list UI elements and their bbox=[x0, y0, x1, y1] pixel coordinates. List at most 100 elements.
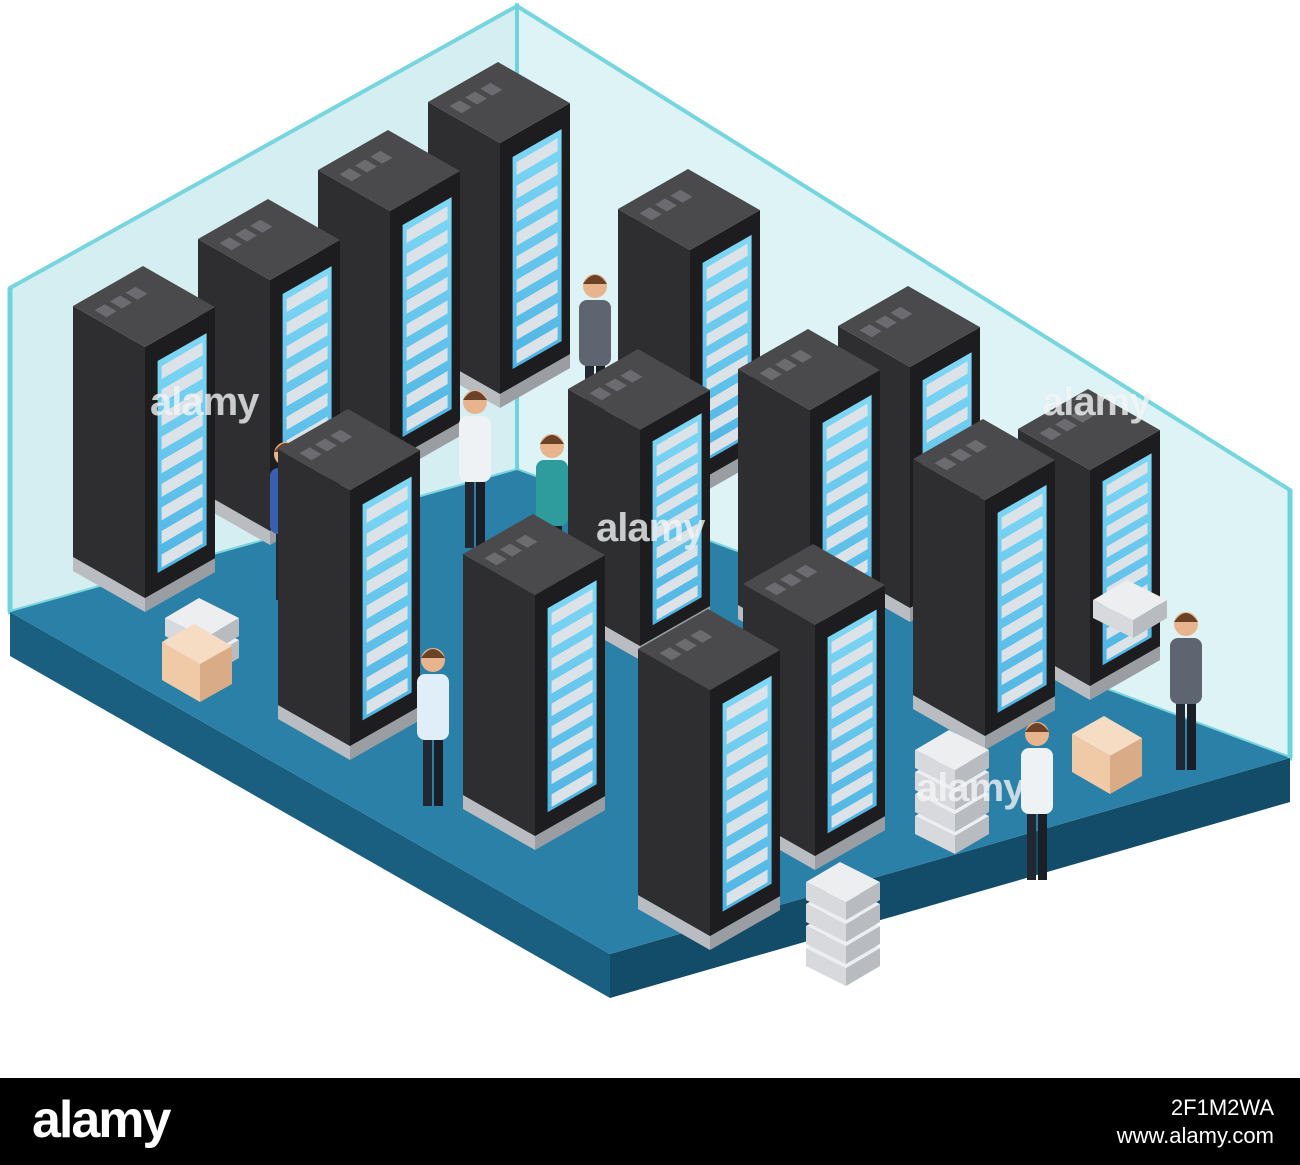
rack-top bbox=[743, 544, 885, 625]
server-slot bbox=[516, 279, 558, 317]
server-slot bbox=[656, 523, 698, 559]
floor-front-left bbox=[10, 612, 610, 998]
rack-vent bbox=[94, 304, 117, 318]
server-slot bbox=[726, 753, 768, 791]
server-slot bbox=[286, 298, 328, 336]
server-slot bbox=[831, 705, 873, 742]
server-slot bbox=[831, 618, 873, 654]
technician-leg bbox=[465, 478, 474, 548]
stack-unit-side bbox=[846, 948, 880, 986]
server-slot bbox=[516, 185, 558, 223]
rack-vent bbox=[875, 315, 897, 329]
rack-top bbox=[618, 169, 760, 250]
server-stack bbox=[1093, 580, 1167, 638]
server-slot bbox=[706, 399, 748, 436]
technician-leg bbox=[476, 478, 485, 548]
stack-unit-side bbox=[846, 882, 880, 920]
server-slot bbox=[726, 823, 768, 860]
server-slot bbox=[926, 361, 968, 398]
server-slot bbox=[656, 584, 698, 621]
server-slot bbox=[551, 634, 593, 671]
technician-hair bbox=[1174, 613, 1198, 622]
rack-vent bbox=[775, 358, 797, 372]
rack-top bbox=[1018, 389, 1160, 470]
server-slot bbox=[1001, 671, 1043, 708]
floor-front-right bbox=[610, 758, 1290, 998]
server-slot bbox=[161, 507, 203, 544]
server-slot bbox=[406, 300, 448, 338]
server-slot bbox=[286, 369, 328, 407]
room-objects bbox=[73, 62, 1202, 986]
stack-unit-side bbox=[955, 750, 989, 788]
server-slot bbox=[826, 425, 868, 462]
rack-vent bbox=[339, 168, 362, 182]
server-slot bbox=[286, 322, 328, 360]
stack-unit-front bbox=[915, 794, 955, 832]
rack-vent bbox=[589, 387, 612, 401]
server-slot bbox=[516, 255, 558, 293]
technician-hair bbox=[421, 649, 445, 658]
technician-torso bbox=[579, 300, 611, 366]
rack-base-left bbox=[198, 489, 270, 545]
server-slot bbox=[406, 394, 448, 432]
server-slot bbox=[161, 389, 203, 427]
image-id: 2F1M2WA bbox=[1170, 1095, 1274, 1120]
rack-vent bbox=[655, 198, 677, 212]
server-slot bbox=[366, 557, 408, 595]
rack-top bbox=[198, 199, 340, 280]
server-slot bbox=[516, 161, 558, 199]
stack-unit-side bbox=[955, 816, 989, 854]
image-credit: 2F1M2WA www.alamy.com bbox=[1117, 1094, 1274, 1150]
server-slot bbox=[1106, 481, 1148, 518]
server-slot bbox=[706, 310, 748, 347]
server-slot bbox=[406, 347, 448, 385]
server-slot bbox=[706, 376, 748, 414]
technician-leg bbox=[1176, 700, 1185, 770]
rack-front-face bbox=[198, 238, 270, 531]
server-slot bbox=[161, 436, 203, 474]
stack-unit-top bbox=[806, 862, 880, 902]
server-slot bbox=[1001, 649, 1043, 686]
rack-vent bbox=[759, 367, 782, 381]
rack-vent bbox=[219, 237, 242, 251]
rack-top bbox=[738, 329, 880, 410]
rack-top bbox=[428, 62, 570, 144]
server-slot bbox=[161, 459, 203, 497]
rack-base-left bbox=[913, 694, 985, 750]
server-slot bbox=[656, 441, 698, 478]
rack-base-left bbox=[73, 556, 145, 612]
rack-top bbox=[463, 514, 605, 595]
server-slot bbox=[656, 421, 698, 457]
rack-base-right bbox=[145, 558, 215, 612]
rack-top bbox=[73, 266, 215, 347]
rack-vent bbox=[790, 349, 813, 363]
technician-hair bbox=[1025, 723, 1049, 732]
rack-front-face bbox=[73, 305, 145, 598]
server-slot bbox=[516, 303, 558, 340]
stack-unit-front bbox=[915, 816, 955, 854]
stack-unit-front bbox=[915, 772, 955, 810]
server-slot bbox=[726, 684, 768, 722]
technician-torso bbox=[1021, 748, 1053, 814]
rack-base-left bbox=[638, 894, 710, 950]
rack-vent bbox=[690, 629, 713, 643]
server-slot bbox=[1106, 543, 1148, 579]
server-slot bbox=[1001, 582, 1043, 619]
server-slot bbox=[161, 483, 203, 521]
server-slot bbox=[516, 326, 558, 364]
rack-base-right bbox=[350, 706, 420, 760]
alamy-logo: alamy bbox=[32, 1091, 171, 1149]
server-slot bbox=[551, 725, 593, 762]
server-slot bbox=[831, 683, 873, 720]
server-slot bbox=[551, 702, 593, 739]
server-rack bbox=[463, 514, 605, 850]
rack-vent bbox=[859, 324, 882, 338]
rack-top bbox=[638, 609, 780, 690]
server-slot bbox=[366, 581, 408, 619]
server-slot bbox=[926, 383, 968, 421]
server-slot bbox=[706, 287, 748, 325]
rack-top bbox=[568, 349, 710, 430]
server-slot bbox=[366, 653, 408, 691]
server-slot bbox=[286, 275, 328, 313]
cardboard-box bbox=[162, 624, 232, 702]
